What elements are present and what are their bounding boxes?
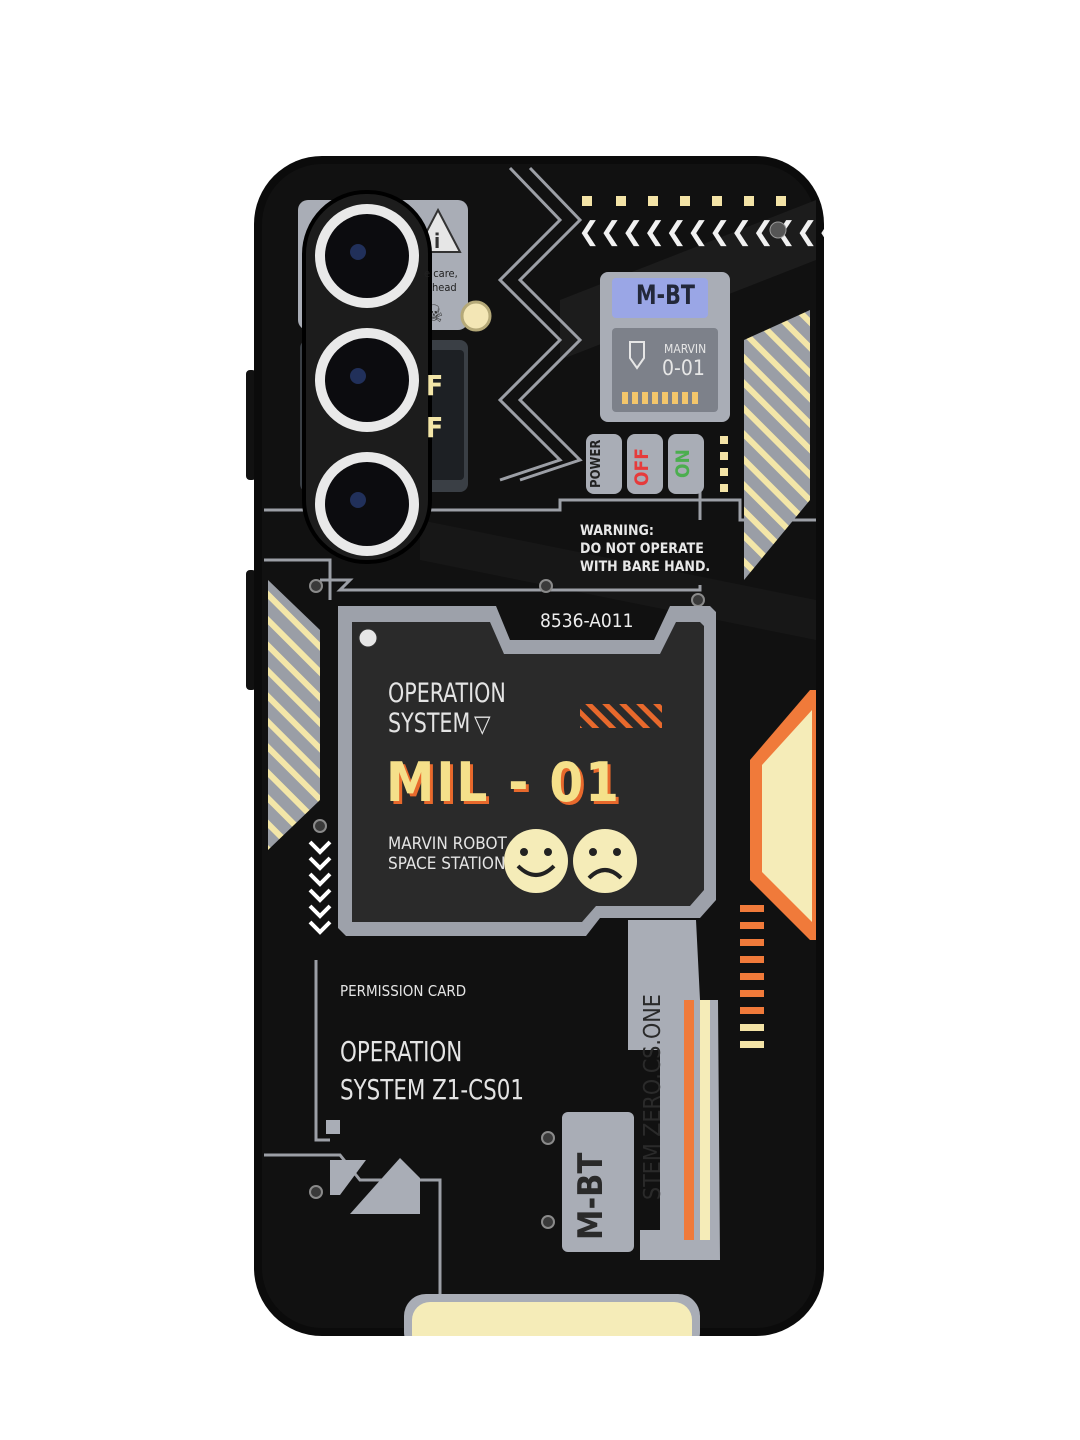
triangle-logo-icon: ▽ <box>474 710 491 738</box>
warning-sticker-text-2: head <box>432 281 457 294</box>
flash-icon <box>460 300 492 332</box>
chevron-left-icon: ❮❮❮❮❮❮❮❮❮❮❮❮ <box>578 217 839 247</box>
flash-icon <box>629 341 645 370</box>
screen-title-2: SYSTEM <box>388 708 471 739</box>
power-button <box>246 570 256 690</box>
permission-label: PERMISSION CARD <box>340 982 467 1000</box>
hatch-panel-left <box>268 580 320 850</box>
camera-lens-icon <box>315 204 419 556</box>
screw-icon <box>309 579 705 1229</box>
warning-line-1: WARNING: <box>580 523 654 539</box>
memory-card-brand: M-BT <box>636 280 695 311</box>
screen-code: 8536-A011 <box>540 610 634 632</box>
permission-title-1: OPERATION <box>340 1035 463 1068</box>
off-label: OFF <box>631 448 653 486</box>
svg-text:i: i <box>434 229 440 253</box>
screw-icon <box>769 221 787 239</box>
bar-ladder <box>740 905 764 1048</box>
switch-label-1: F <box>426 369 444 402</box>
switch-label-2: F <box>426 411 444 444</box>
sad-face-icon <box>573 829 637 893</box>
permission-title-2: SYSTEM Z1-CS01 <box>340 1073 524 1106</box>
memory-card-model-name: MARVIN <box>664 342 707 356</box>
smiley-face-icon <box>504 829 568 893</box>
warning-sticker-text-1: e care, <box>424 267 458 280</box>
hazard-stripes <box>580 704 662 728</box>
screen-subtitle-1: MARVIN ROBOT <box>388 834 507 854</box>
power-label: POWER <box>589 439 604 488</box>
on-label: ON <box>672 449 694 478</box>
volume-button <box>246 370 256 480</box>
memory-card-model-id: 0-01 <box>662 356 705 380</box>
top-led-row <box>582 196 786 206</box>
arrow-block <box>350 1158 420 1214</box>
system-tag <box>628 920 720 1260</box>
warning-line-2: DO NOT OPERATE <box>580 541 704 557</box>
vertical-brand-tag: M-BT <box>571 1152 611 1240</box>
screw-icon <box>358 628 378 648</box>
power-label-button <box>586 434 622 494</box>
warning-line-3: WITH BARE HAND. <box>580 559 711 575</box>
screen-subtitle-2: SPACE STATION <box>388 854 506 874</box>
chevron-down-icon <box>308 840 332 935</box>
brand-tag <box>562 1112 634 1252</box>
screen-title-1: OPERATION <box>388 678 506 709</box>
on-button <box>668 434 704 494</box>
hatch-panel-right <box>744 310 810 580</box>
off-button <box>627 434 663 494</box>
vertical-system-tag: STEM ZERO.CS.ONE <box>640 994 666 1200</box>
screen-model: MIL - 01 <box>386 751 621 814</box>
